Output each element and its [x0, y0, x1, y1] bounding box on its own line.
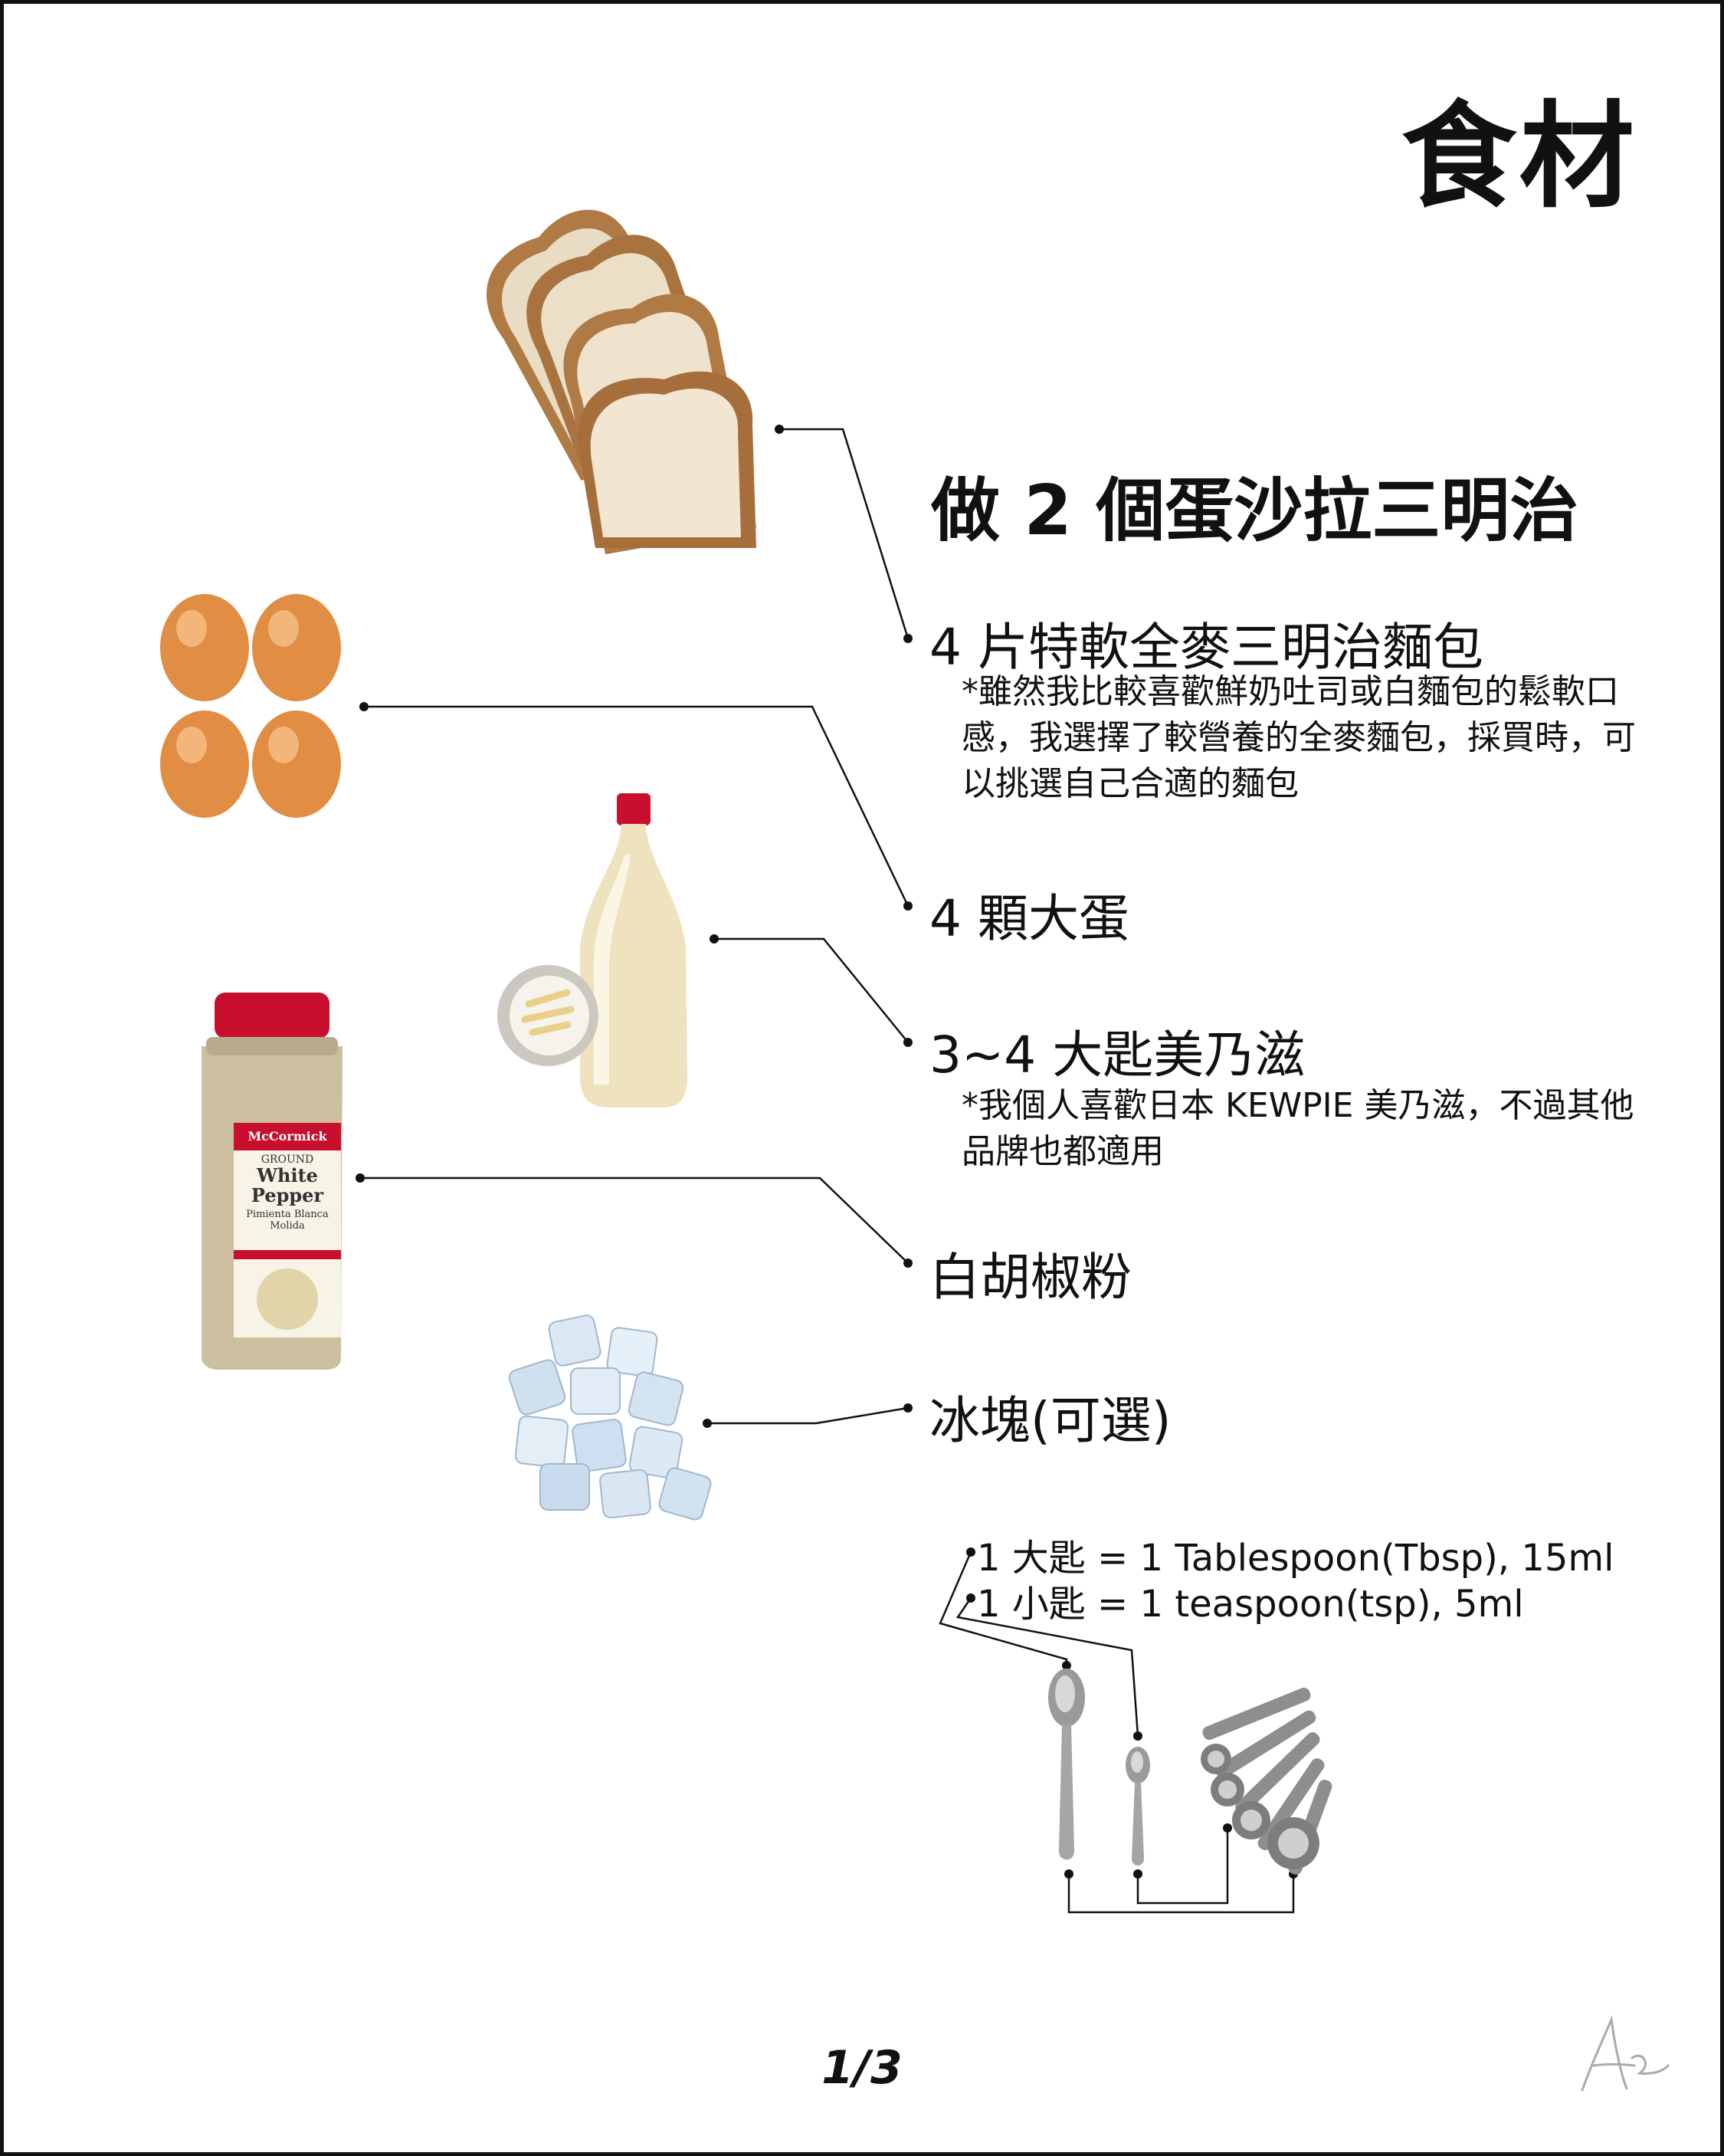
pepper-line1: GROUND	[261, 1153, 314, 1166]
connector-eggs	[364, 705, 910, 907]
ingredient-bread: 4 片特軟全麥三明治麵包	[929, 618, 1483, 677]
conversion-teaspoon: 1 小匙 = 1 teaspoon(tsp), 5ml	[977, 1583, 1524, 1626]
ingredient-white-pepper: 白胡椒粉	[929, 1248, 1132, 1307]
connector-lines	[360, 428, 1295, 1914]
connector-ice	[707, 1406, 909, 1425]
connector-teaspoon	[955, 1597, 1139, 1737]
mayonnaise-image	[497, 793, 687, 1108]
connector-bread	[779, 428, 910, 639]
pepper-line4: Pimienta Blanca	[246, 1209, 329, 1220]
pepper-line5: Molida	[270, 1220, 305, 1232]
bread-slices-image	[487, 209, 757, 555]
ingredient-mayonnaise: 3~4 大匙美乃滋	[929, 1025, 1306, 1085]
recipe-subtitle: 做 2 個蛋沙拉三明治	[931, 471, 1579, 551]
ingredient-mayonnaise-note: *我個人喜歡日本 KEWPIE 美乃滋，不過其他品牌也都適用	[962, 1086, 1634, 1171]
ingredient-eggs: 4 顆大蛋	[929, 889, 1129, 948]
connector-spoons-mid	[1136, 1828, 1229, 1905]
ice-cubes-image	[508, 1314, 712, 1521]
pepper-line3: Pepper	[251, 1184, 324, 1206]
ingredient-ice: 冰塊(可選)	[929, 1391, 1172, 1450]
page-title: 食材	[1401, 90, 1637, 224]
pepper-brand: McCormick	[247, 1129, 327, 1144]
eggs-image	[160, 594, 341, 818]
connector-dots	[356, 425, 1298, 1879]
connector-spoons-bottom	[1067, 1874, 1295, 1914]
conversion-tablespoon: 1 大匙 = 1 Tablespoon(Tbsp), 15ml	[977, 1537, 1614, 1580]
page-number: 1/3	[821, 2041, 903, 2095]
white-pepper-image	[202, 993, 343, 1370]
pepper-label: McCormick GROUND White Pepper Pimienta B…	[234, 1124, 341, 1232]
connector-pepper	[360, 1176, 909, 1264]
pepper-line2: White	[257, 1164, 318, 1186]
ingredient-bread-note: *雖然我比較喜歡鮮奶吐司或白麵包的鬆軟口感，我選擇了較營養的全麥麵包，採買時，可…	[962, 672, 1636, 803]
signature-mark	[1581, 2015, 1670, 2092]
measuring-spoons-image	[1048, 1669, 1332, 1875]
connector-mayo	[714, 937, 909, 1043]
illustrations	[160, 209, 1670, 2092]
